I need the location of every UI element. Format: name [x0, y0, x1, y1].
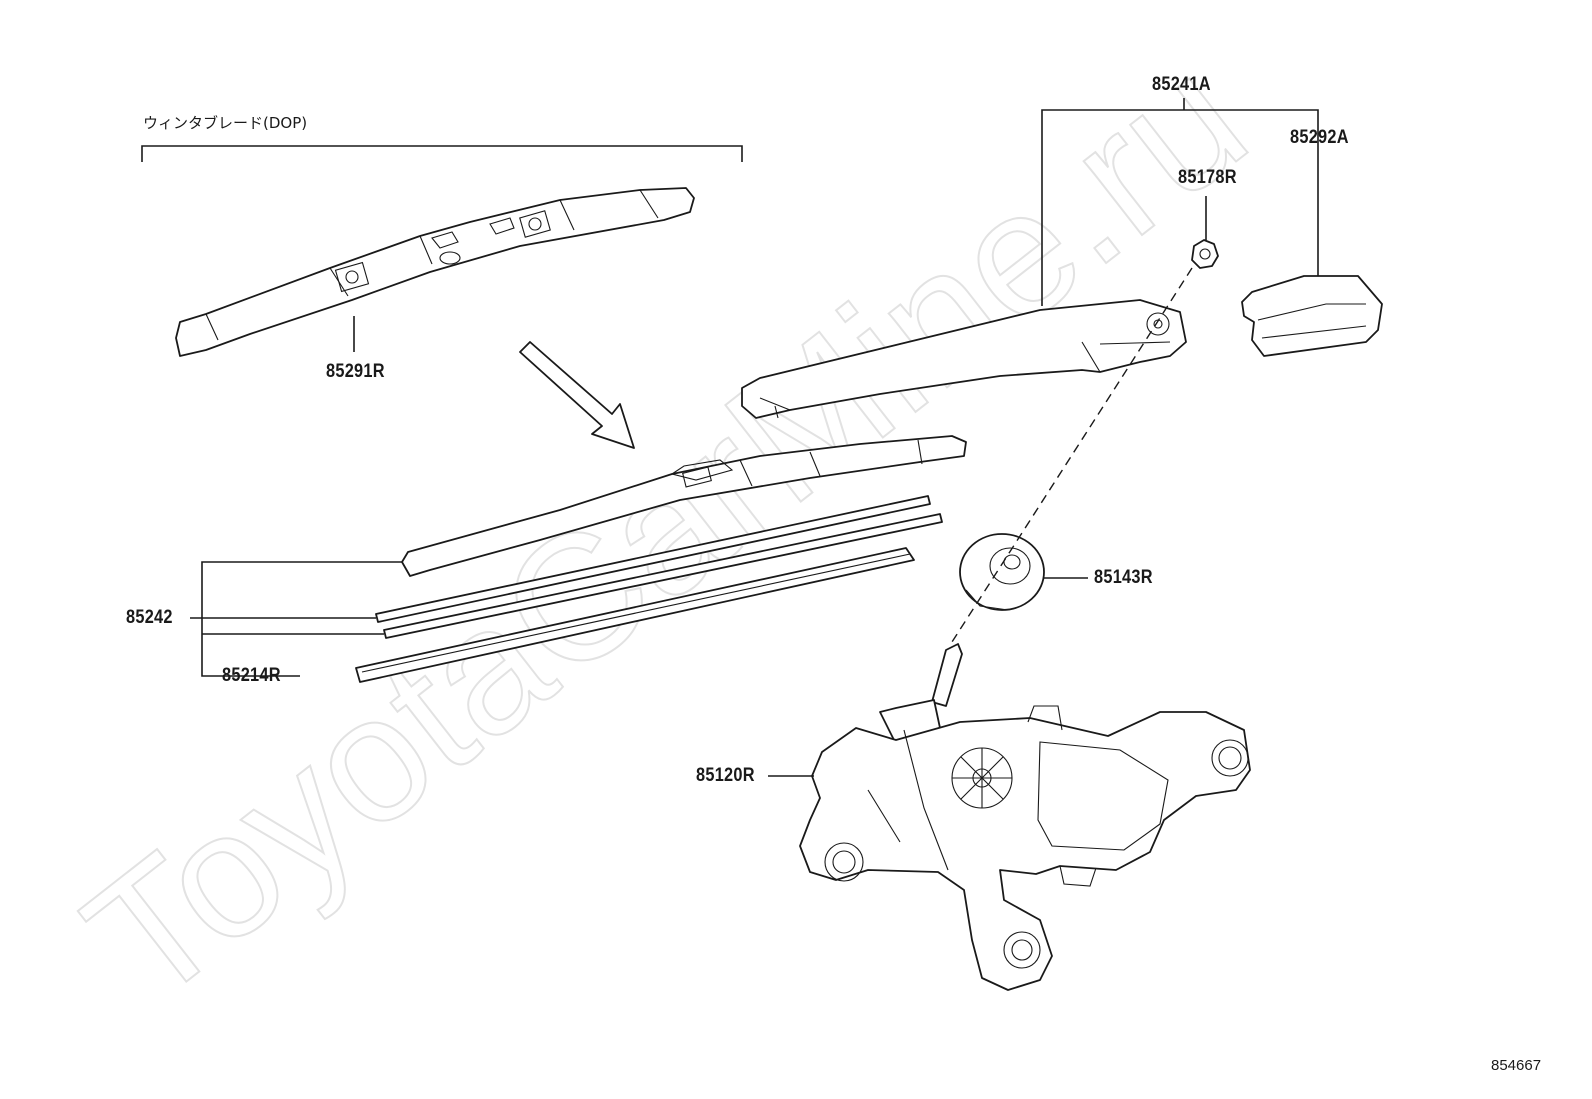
nut-part — [1191, 239, 1219, 269]
part-label-85291R: 85291R — [326, 361, 385, 382]
part-label-85242: 85242 — [126, 607, 173, 628]
cushion-part — [959, 533, 1045, 611]
part-label-85120R: 85120R — [696, 765, 755, 786]
dop-bracket — [141, 145, 743, 162]
figure-id: 854667 — [1491, 1057, 1542, 1074]
part-label-85292A: 85292A — [1290, 127, 1349, 148]
winter-blade-part — [175, 187, 695, 357]
leader-85242 — [190, 561, 402, 677]
winter-blade-note: ウィンタブレード(DOP) — [143, 114, 308, 132]
wiper-blade-part — [401, 435, 967, 577]
part-label-85241A: 85241A — [1152, 74, 1211, 95]
blade-rubber-parts — [355, 495, 943, 683]
cap-part — [1241, 275, 1383, 357]
leader-lines — [768, 98, 1319, 777]
part-label-85214R: 85214R — [222, 665, 281, 686]
wiper-arm-part — [741, 299, 1187, 419]
part-label-85143R: 85143R — [1094, 567, 1153, 588]
replace-arrow — [519, 341, 635, 449]
part-label-85178R: 85178R — [1178, 167, 1237, 188]
wiper-motor-part — [799, 643, 1251, 991]
